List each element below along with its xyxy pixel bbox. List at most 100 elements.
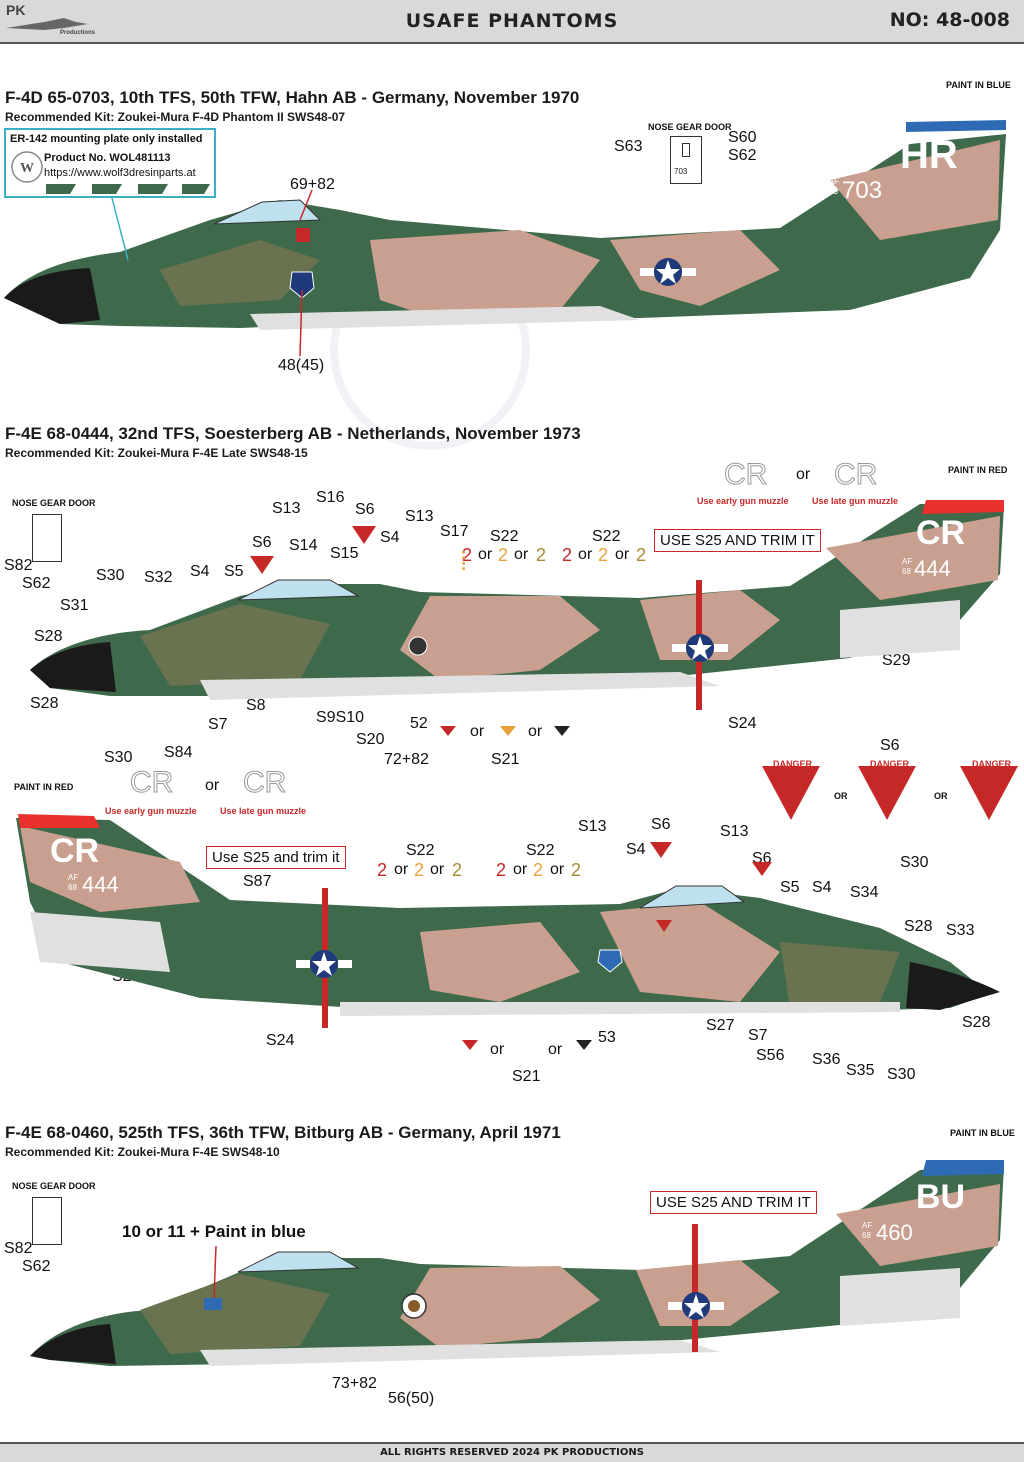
s2-or-b: or (514, 546, 529, 563)
s3-nose-gear-door: NOSE GEAR DOOR (12, 1181, 96, 1191)
s2-or-e: or (470, 723, 485, 740)
s2b-or-b: or (430, 861, 445, 878)
s2-tail-code: CR (916, 514, 965, 552)
s2b-num2-olive-a: 2 (452, 860, 463, 880)
s2b-num2-gold-a: 2 (414, 860, 425, 880)
svg-text:AF: AF (902, 557, 912, 566)
label-s22-d: S22 (526, 842, 555, 859)
s2b-or-c: or (513, 861, 528, 878)
label-s14: S14 (289, 537, 318, 554)
s3-serial: 460 (876, 1220, 913, 1245)
s2-or-d: or (615, 546, 630, 563)
pk-logo-sub: Productions (60, 30, 96, 36)
s2-or-1: or (796, 466, 811, 483)
label-69-82: 69+82 (290, 176, 335, 193)
s2-num2-olive-a: 2 (536, 545, 547, 565)
label-48-45: 48(45) (278, 357, 325, 374)
s2-nose-gear-door: NOSE GEAR DOOR (12, 498, 96, 508)
s2b-serial: 444 (82, 872, 119, 897)
label-s33: S33 (946, 922, 975, 939)
s2-num2-gold-b: 2 (598, 545, 609, 565)
section2-kit: Recommended Kit: Zoukei-Mura F-4E Late S… (5, 446, 308, 460)
label-s28-a: S28 (34, 628, 63, 645)
danger-label-3: DANGER (972, 759, 1012, 769)
s1-nose-gear-door-decal: 703 (670, 136, 702, 184)
s1-nose-gear-door: NOSE GEAR DOOR (648, 122, 732, 132)
s2b-gun-late: Use late gun muzzle (220, 806, 307, 816)
s2b-paint-note: PAINT IN RED (14, 782, 74, 792)
s2b-or-d: or (550, 861, 565, 878)
f4d-side-profile: HR 703 AF 65 (4, 120, 1006, 357)
label-s6-c: S6 (651, 816, 671, 833)
label-s34: S34 (850, 884, 879, 901)
label-s35: S35 (846, 1062, 875, 1079)
er142-info-box: ER-142 mounting plate only installed Pro… (4, 128, 216, 198)
label-s28-d: S28 (962, 1014, 991, 1031)
svg-text:AF: AF (828, 176, 840, 186)
label-56-50: 56(50) (388, 1390, 435, 1407)
label-s30-b: S30 (104, 749, 133, 766)
label-s62: S62 (728, 147, 757, 164)
label-s82-b: S82 (4, 1240, 33, 1257)
s2b-num2-gold-b: 2 (533, 860, 544, 880)
svg-text:68: 68 (862, 1231, 871, 1240)
label-s17: S17 (440, 523, 469, 540)
label-s20: S20 (356, 731, 385, 748)
s2b-cr-early-outline: CR (129, 766, 174, 800)
label-s22-b: S22 (592, 528, 621, 545)
label-s6-top: S6 (880, 737, 900, 754)
label-s62-c: S62 (22, 1258, 51, 1275)
s2-or-f: or (528, 723, 543, 740)
label-s24-b: S24 (266, 1032, 295, 1049)
f4e-444-left-profile: CR 444 AF 68 ⁞ (30, 500, 1004, 736)
label-s4-d: S4 (812, 879, 832, 896)
label-s30-c: S30 (900, 854, 929, 871)
section1-kit: Recommended Kit: Zoukei-Mura F-4D Phanto… (5, 110, 346, 124)
s2b-num2-red-b: 2 (496, 860, 507, 880)
label-s36: S36 (812, 1051, 841, 1068)
label-s6: S6 (252, 534, 272, 551)
label-73-82: 73+82 (332, 1375, 377, 1392)
s2b-or-1: or (205, 777, 220, 794)
svg-text:AF: AF (862, 1221, 872, 1230)
s1-tail-code: HR (900, 133, 958, 177)
label-s13-c: S13 (578, 818, 607, 835)
label-72-82: 72+82 (384, 751, 429, 768)
s2b-or-e: or (490, 1041, 505, 1058)
label-s27: S27 (706, 1017, 735, 1034)
label-s7-b: S7 (748, 1027, 768, 1044)
s2-num2-red-b: 2 (562, 545, 573, 565)
f4e-444-right-profile: CR 444 AF 68 (16, 814, 1000, 1050)
jet-logo-icon (6, 18, 88, 30)
label-s15: S15 (330, 545, 359, 562)
s2b-cr-late-outline: CR (242, 766, 287, 800)
s2-serial: 444 (914, 556, 951, 581)
label-s24: S24 (728, 715, 757, 732)
svg-text:68: 68 (902, 567, 911, 576)
label-s4-b: S4 (380, 529, 400, 546)
s2b-num2-olive-b: 2 (571, 860, 582, 880)
label-s4: S4 (190, 563, 210, 580)
section3-kit: Recommended Kit: Zoukei-Mura F-4E SWS48-… (5, 1145, 280, 1159)
label-s4-c: S4 (626, 841, 646, 858)
sheet-number: NO: 48-008 (889, 9, 1010, 31)
label-s62-b: S62 (22, 575, 51, 592)
label-s22-a: S22 (490, 528, 519, 545)
danger-or-2: OR (934, 791, 948, 801)
section2-title: F-4E 68-0444, 32nd TFS, Soesterberg AB -… (5, 424, 581, 443)
label-s7: S7 (208, 716, 228, 733)
s3-paint-blue-note: 10 or 11 + Paint in blue (122, 1222, 306, 1241)
label-s32: S32 (144, 569, 173, 586)
label-s8: S8 (246, 697, 266, 714)
svg-text:⁞: ⁞ (460, 546, 467, 576)
label-s6-b: S6 (355, 501, 375, 518)
s2-use-s25-box: USE S25 AND TRIM IT (654, 529, 821, 552)
pk-logo: PK (6, 2, 26, 18)
f4e-460-side-profile: BU 460 AF 68 (30, 1160, 1004, 1366)
label-s22-c: S22 (406, 842, 435, 859)
er-line2: Product No. WOL481113 (44, 152, 171, 164)
s2-gun-early: Use early gun muzzle (697, 496, 789, 506)
s2-num2-red-a: 2 (462, 545, 473, 565)
label-s30: S30 (96, 567, 125, 584)
label-s13-b: S13 (405, 508, 434, 525)
